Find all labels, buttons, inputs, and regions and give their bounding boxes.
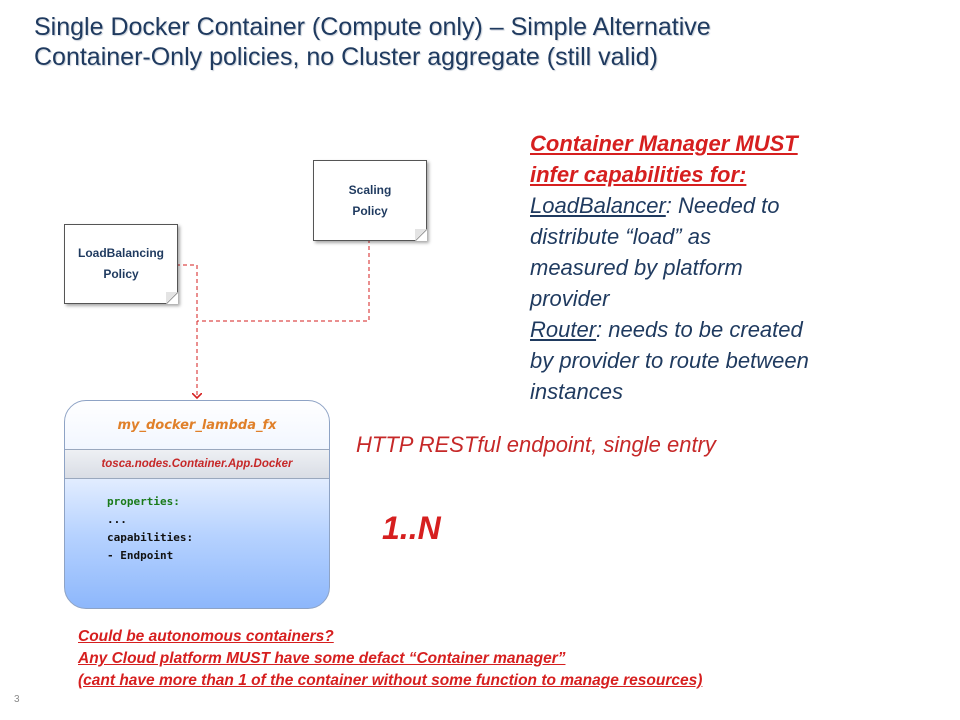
node-properties: properties: ... capabilities: - Endpoint <box>107 493 193 565</box>
scaling-policy-line2: Policy <box>352 203 388 218</box>
title-line-2: Container-Only policies, no Cluster aggr… <box>34 43 658 71</box>
callout-lb-line: LoadBalancer: Needed to <box>530 190 910 221</box>
callout-lb-line: measured by platform <box>530 255 743 280</box>
bottom-notes: Could be autonomous containers? Any Clou… <box>78 626 702 692</box>
page-number: 3 <box>14 694 20 705</box>
note-line: Any Cloud platform MUST have some defact… <box>78 650 566 667</box>
note-line: (cant have more than 1 of the container … <box>78 672 703 689</box>
router-text: : needs to be created <box>596 317 803 342</box>
title-line-1: Single Docker Container (Compute only) –… <box>34 13 711 41</box>
callout-lb-line: provider <box>530 286 610 311</box>
lb-policy-connector <box>176 264 197 398</box>
scaling-policy-line1: Scaling <box>348 182 392 197</box>
node-type: tosca.nodes.Container.App.Docker <box>65 449 329 479</box>
callout-heading-line1: Container Manager MUST <box>530 131 798 156</box>
endpoint-label: HTTP RESTful endpoint, single entry <box>356 432 716 457</box>
docker-container-node: my_docker_lambda_fx tosca.nodes.Containe… <box>64 400 330 609</box>
dog-ear-icon <box>415 229 427 241</box>
scaling-policy-note: Scaling Policy <box>313 160 427 241</box>
node-prop-line: ... <box>107 513 127 526</box>
router-term: Router <box>530 317 597 342</box>
node-prop-line: capabilities: <box>107 531 194 544</box>
capabilities-callout: Container Manager MUST infer capabilitie… <box>530 128 910 407</box>
loadbalancing-policy-note: LoadBalancing Policy <box>64 224 178 304</box>
node-prop-line: - Endpoint <box>107 549 174 562</box>
slide-title: Single Docker Container (Compute only) –… <box>34 12 934 72</box>
note-line: Could be autonomous containers? <box>78 628 334 645</box>
scaling-policy-connector <box>197 239 370 322</box>
lb-policy-line2: Policy <box>103 267 139 281</box>
multiplicity-label: 1..N <box>382 510 441 546</box>
callout-router-line: Router: needs to be created <box>530 314 910 345</box>
callout-router-line: by provider to route between <box>530 348 809 373</box>
dog-ear-icon <box>166 292 178 304</box>
lb-policy-line1: LoadBalancing <box>77 246 164 260</box>
lb-text: : Needed to <box>665 193 780 218</box>
callout-heading-line2: infer capabilities for: <box>530 162 747 187</box>
callout-router-line: instances <box>530 379 623 404</box>
loadbalancer-term: LoadBalancer <box>530 193 666 218</box>
callout-lb-line: distribute “load” as <box>530 224 711 249</box>
node-prop-line: properties: <box>107 495 180 508</box>
node-name: my_docker_lambda_fx <box>117 417 277 433</box>
